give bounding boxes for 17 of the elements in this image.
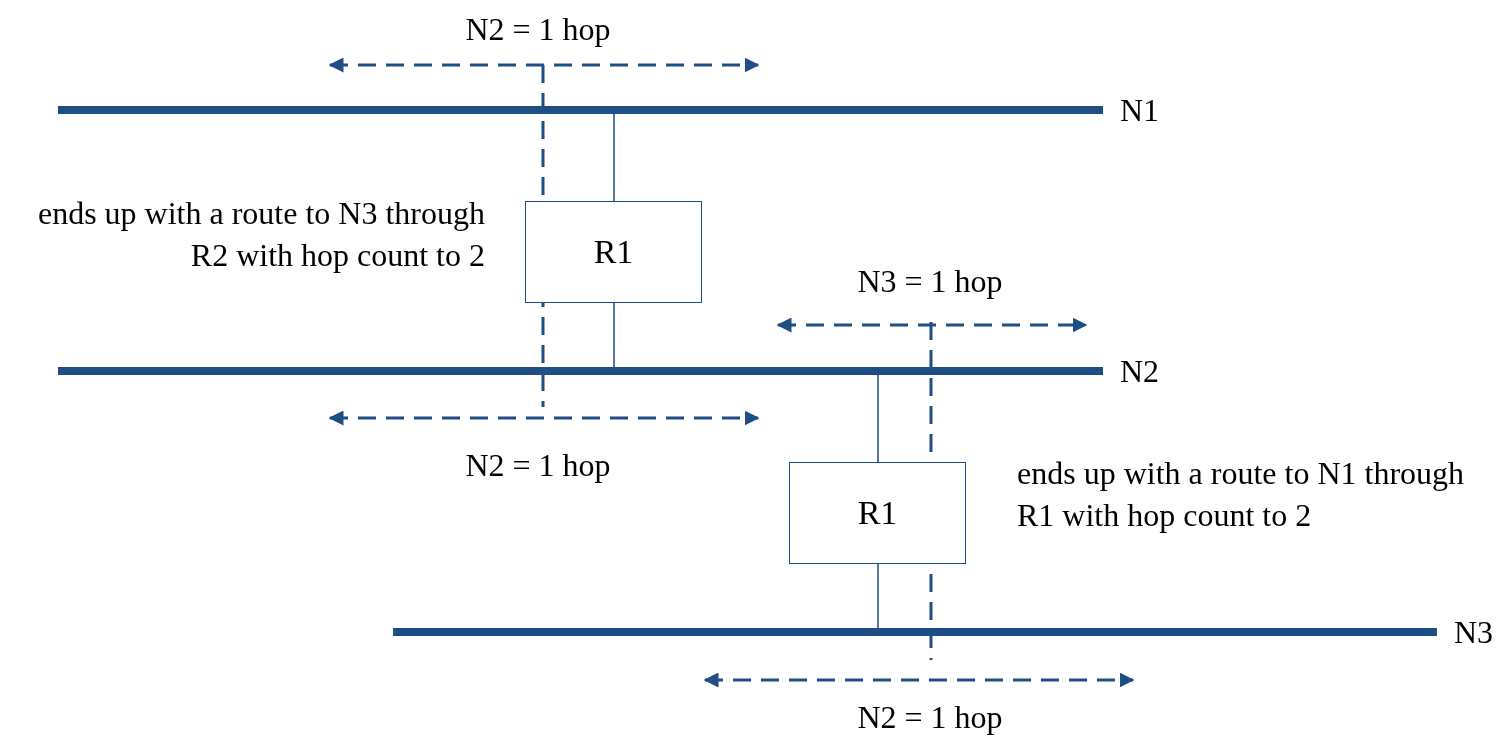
router-label: R1 [593, 233, 634, 271]
network-label: N1 [1120, 91, 1160, 130]
router-box [525, 201, 702, 303]
link-line [613, 302, 615, 368]
note-text: ends up with a route to N1 through R1 with hop count to 2 [1017, 454, 1466, 535]
hop-label: N2 = 1 hop [465, 10, 611, 49]
network-label: N3 [1454, 613, 1494, 652]
router-box [789, 462, 966, 564]
hop-label: N2 = 1 hop [857, 698, 1003, 736]
network-label: N2 [1120, 352, 1160, 391]
router-label: R1 [857, 494, 898, 532]
link-line [877, 563, 879, 629]
hop-label: N2 = 1 hop [465, 446, 611, 485]
note-text: ends up with a route to N3 through R2 with hop count to 2 [36, 194, 485, 275]
hop-label: N3 = 1 hop [857, 262, 1003, 301]
link-line [613, 113, 615, 202]
link-line [877, 374, 879, 463]
